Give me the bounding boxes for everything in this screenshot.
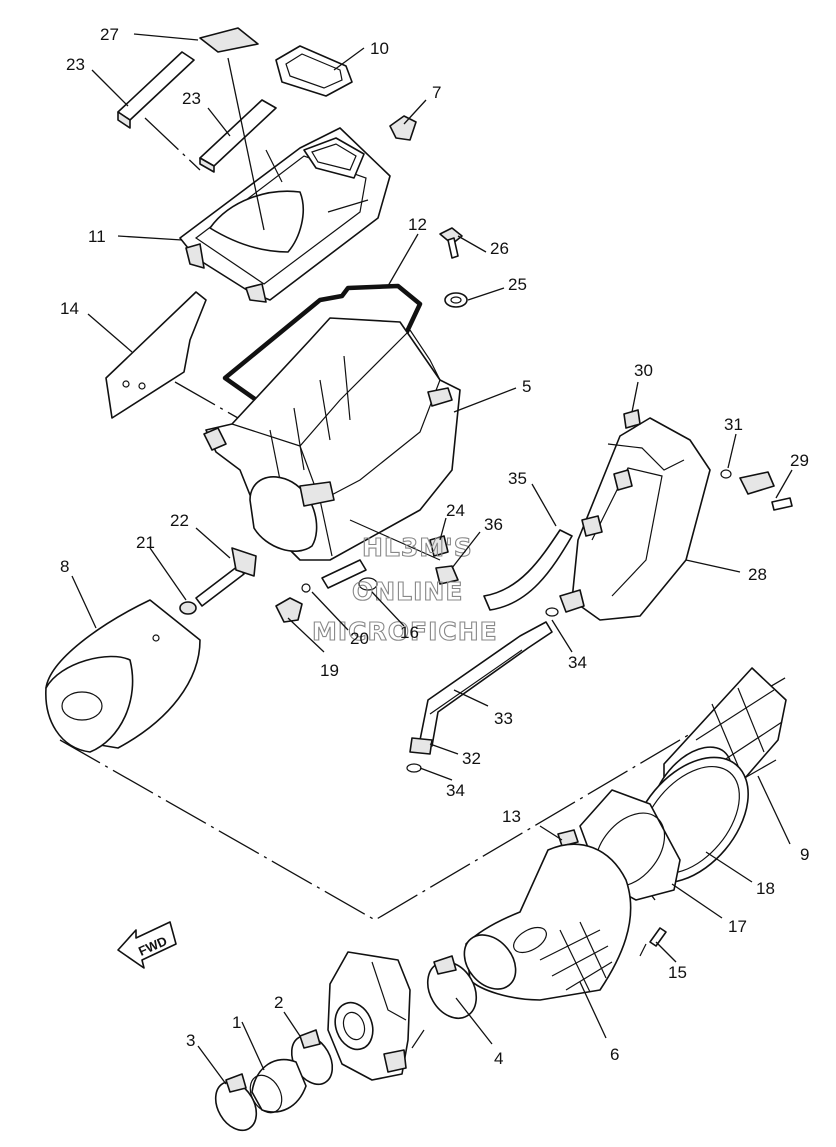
callout-16: 16 bbox=[400, 623, 419, 642]
callout-26: 26 bbox=[490, 239, 509, 258]
callout-12: 12 bbox=[408, 215, 427, 234]
watermark-line-2: ONLINE bbox=[352, 577, 463, 606]
watermark-line-3: MICROFICHE bbox=[312, 617, 498, 646]
callout-35: 35 bbox=[508, 469, 527, 488]
callout-1: 1 bbox=[232, 1013, 241, 1032]
callout-3: 3 bbox=[186, 1031, 195, 1050]
callout-labels: 27 23 23 10 7 11 12 26 25 14 5 30 31 29 … bbox=[60, 25, 809, 1068]
callout-13: 13 bbox=[502, 807, 521, 826]
callout-8: 8 bbox=[60, 557, 69, 576]
callout-33: 33 bbox=[494, 709, 513, 728]
callout-4: 4 bbox=[494, 1049, 503, 1068]
part-26-bolt bbox=[439, 227, 463, 259]
callout-34-lower: 34 bbox=[446, 781, 465, 800]
part-13-screw bbox=[557, 829, 579, 847]
part-30-grommet bbox=[623, 409, 641, 429]
callout-21: 21 bbox=[136, 533, 155, 552]
callout-32: 32 bbox=[462, 749, 481, 768]
part-23-strip-lower bbox=[199, 99, 277, 173]
callout-24: 24 bbox=[446, 501, 465, 520]
part-14-sheet bbox=[105, 291, 207, 419]
part-5-airbox bbox=[203, 317, 461, 561]
callout-7: 7 bbox=[432, 83, 441, 102]
callout-14: 14 bbox=[60, 299, 79, 318]
part-22-bolt bbox=[195, 547, 257, 607]
callout-15: 15 bbox=[668, 963, 687, 982]
callout-9: 9 bbox=[800, 845, 809, 864]
carburetor bbox=[327, 951, 425, 1081]
callout-23-upper: 23 bbox=[66, 55, 85, 74]
callout-29: 29 bbox=[790, 451, 809, 470]
part-25-collar bbox=[444, 292, 468, 308]
part-19-cap bbox=[275, 597, 303, 623]
callout-36: 36 bbox=[484, 515, 503, 534]
part-31-washer bbox=[720, 469, 732, 479]
part-20-clip bbox=[301, 583, 311, 593]
callout-11: 11 bbox=[88, 227, 106, 246]
callout-22: 22 bbox=[170, 511, 189, 530]
part-27-label bbox=[199, 27, 259, 53]
callout-17: 17 bbox=[728, 917, 747, 936]
part-10-seal bbox=[275, 45, 353, 97]
part-11-cover bbox=[179, 127, 391, 303]
part-7-clip bbox=[389, 115, 417, 141]
callout-34-upper: 34 bbox=[568, 653, 587, 672]
part-32-plug bbox=[409, 737, 433, 755]
callout-28: 28 bbox=[748, 565, 767, 584]
callout-25: 25 bbox=[508, 275, 527, 294]
part-34-clip-lower bbox=[406, 763, 422, 773]
callout-18: 18 bbox=[756, 879, 775, 898]
callout-31: 31 bbox=[724, 415, 743, 434]
part-36-fitting bbox=[435, 565, 459, 585]
part-33-drain-hose bbox=[419, 621, 553, 747]
part-23-strip-upper bbox=[117, 51, 195, 129]
watermark-line-1: HL3M'S bbox=[362, 533, 473, 562]
part-16-hose bbox=[321, 559, 378, 591]
watermark: HL3M'S ONLINE MICROFICHE bbox=[311, 532, 498, 646]
direction-arrow-icon: FWD bbox=[117, 921, 177, 969]
part-28-breather-tank bbox=[559, 417, 711, 621]
part-15-pin bbox=[639, 927, 667, 957]
callout-2: 2 bbox=[274, 993, 283, 1012]
part-29-bolt bbox=[739, 471, 793, 511]
callout-20: 20 bbox=[350, 629, 369, 648]
part-21-washer bbox=[179, 601, 197, 615]
part-8-filter bbox=[45, 599, 201, 753]
part-3-clamp bbox=[214, 1073, 258, 1132]
part-4-clamp bbox=[426, 955, 478, 1020]
part-35-hose bbox=[483, 529, 573, 611]
callout-19: 19 bbox=[320, 661, 339, 680]
callout-10: 10 bbox=[370, 39, 389, 58]
callout-30: 30 bbox=[634, 361, 653, 380]
part-2-clamp bbox=[290, 1029, 334, 1086]
part-24-fitting bbox=[429, 535, 449, 557]
callout-6: 6 bbox=[610, 1045, 619, 1064]
part-34-clip-upper bbox=[545, 607, 559, 617]
callout-27: 27 bbox=[100, 25, 119, 44]
part-6-intake-boot bbox=[463, 843, 632, 1001]
callout-23-lower: 23 bbox=[182, 89, 201, 108]
callout-5: 5 bbox=[522, 377, 531, 396]
leader-lines bbox=[71, 33, 793, 1085]
